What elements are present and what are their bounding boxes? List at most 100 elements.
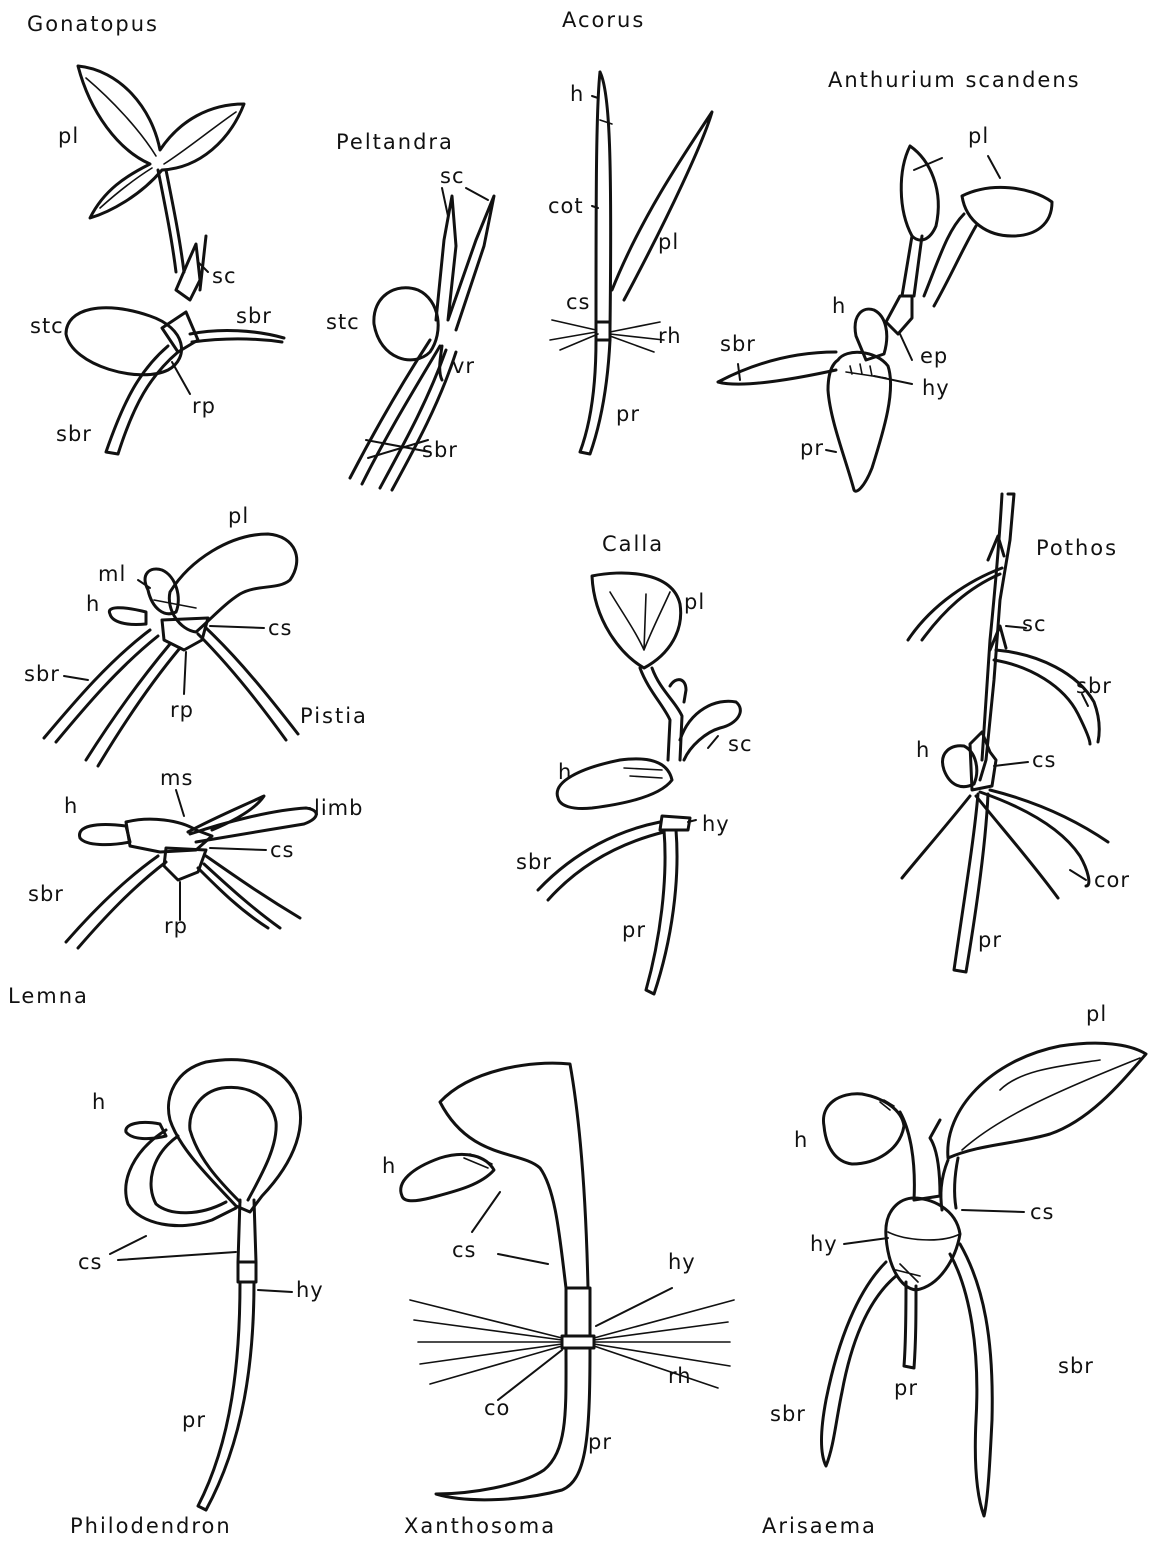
pistia-main-leaf [145,569,178,614]
species-name-gonatopus: Gonatopus [27,14,159,35]
xanthosoma-hypocotyl [566,1288,590,1336]
anthurium-hypocotyl-root [828,352,891,491]
label-anthurium-pr: pr [800,438,824,459]
lemna-haustorium [79,825,130,845]
pothos-drawing [902,494,1108,972]
pistia-haustorium [109,608,146,625]
label-philodendron-hy: hy [296,1280,324,1301]
label-pistia-h: h [86,594,100,615]
label-anthurium-ep: ep [920,346,948,367]
anthurium-epicotyl [886,296,912,334]
species-name-arisaema: Arisaema [762,1516,877,1537]
label-gonatopus-sbr-right: sbr [236,306,272,327]
label-arisaema-pr: pr [894,1378,918,1399]
acorus-root-hairs [550,320,664,352]
arisaema-seminal-root-right [950,1244,992,1516]
arisaema-primary-leaf [948,1043,1146,1158]
label-lemna-sbr: sbr [28,884,64,905]
label-acorus-cot: cot [548,196,584,217]
label-lemna-ms: ms [160,768,193,789]
anthurium-seminal-root [718,352,836,384]
label-acorus-pr: pr [616,404,640,425]
pistia-drawing [44,534,298,766]
label-calla-h: h [558,762,572,783]
label-arisaema-h: h [794,1130,808,1151]
label-peltandra-sc: sc [440,166,465,187]
label-anthurium-h: h [832,296,846,317]
label-lemna-rp: rp [164,916,188,937]
calla-primary-root [646,830,677,994]
species-name-philodendron: Philodendron [70,1516,232,1537]
philodendron-primary-root [198,1282,254,1510]
label-gonatopus-sc: sc [212,266,237,287]
label-acorus-h: h [570,84,584,105]
label-anthurium-hy: hy [922,378,950,399]
label-philodendron-h: h [92,1092,106,1113]
label-arisaema-hy: hy [810,1234,838,1255]
pothos-upper-root [908,568,1002,640]
acorus-primary-leaf [612,112,712,300]
label-lemna-cs: cs [270,840,295,861]
label-pothos-h: h [916,740,930,761]
label-acorus-rh: rh [658,326,682,347]
gonatopus-primary-leaf [78,66,244,218]
label-gonatopus-rp: rp [192,396,216,417]
label-arisaema-pl: pl [1086,1004,1107,1025]
label-calla-hy: hy [702,814,730,835]
label-peltandra-vr: vr [452,356,475,377]
label-philodendron-pr: pr [182,1410,206,1431]
label-pistia-rp: rp [170,700,194,721]
label-peltandra-stc: stc [326,312,360,333]
xanthosoma-primary-root [436,1348,590,1500]
philodendron-cotyledon-sheath [169,1060,301,1212]
label-anthurium-sbr: sbr [720,334,756,355]
label-arisaema-sbr-right: sbr [1058,1356,1094,1377]
label-xanthosoma-hy: hy [668,1252,696,1273]
species-name-xanthosoma: Xanthosoma [404,1516,556,1537]
species-name-anthurium: Anthurium scandens [828,70,1081,91]
lemna-drawing [66,796,316,948]
arisaema-seminal-root-left [822,1262,897,1466]
label-pistia-cs: cs [268,618,293,639]
species-name-pothos: Pothos [1036,538,1118,559]
label-pistia-sbr: sbr [24,664,60,685]
label-peltandra-sbr: sbr [422,440,458,461]
label-gonatopus-pl: pl [58,126,79,147]
philodendron-drawing [126,1060,301,1510]
label-arisaema-cs: cs [1030,1202,1055,1223]
species-name-calla: Calla [602,534,664,555]
philodendron-haustorium [126,1122,166,1138]
calla-seminal-root [538,822,664,900]
acorus-drawing [550,72,712,454]
calla-hypocotyl [660,816,690,830]
anthurium-stems [902,214,976,306]
label-xanthosoma-cs: cs [452,1240,477,1261]
label-calla-pl: pl [684,592,705,613]
label-pothos-sc: sc [1022,614,1047,635]
gonatopus-seminal-branch-root-left [106,346,178,454]
label-gonatopus-stc: stc [30,316,64,337]
label-pothos-cor: cor [1094,870,1130,891]
label-pothos-pr: pr [978,930,1002,951]
gonatopus-drawing [66,66,284,454]
label-philodendron-cs: cs [78,1252,103,1273]
species-name-pistia: Pistia [300,706,368,727]
species-name-acorus: Acorus [562,10,645,31]
gonatopus-seminal-branch-root-right [190,331,284,342]
pistia-roots [44,628,298,766]
anthurium-drawing [718,146,1052,491]
label-calla-pr: pr [622,920,646,941]
gonatopus-petiole [158,170,184,272]
calla-petiole [640,668,686,760]
calla-haustorium [557,759,672,809]
label-lemna-h: h [64,796,78,817]
label-calla-sbr: sbr [516,852,552,873]
philodendron-inner-sheath [190,1087,276,1202]
peltandra-stalk-cotyledon [374,288,438,360]
anthurium-primary-leaf-1 [901,146,938,240]
label-arisaema-sbr-left: sbr [770,1404,806,1425]
label-xanthosoma-co: co [484,1398,510,1419]
arisaema-petiole [941,1158,958,1210]
acorus-cotyledon [596,72,611,330]
